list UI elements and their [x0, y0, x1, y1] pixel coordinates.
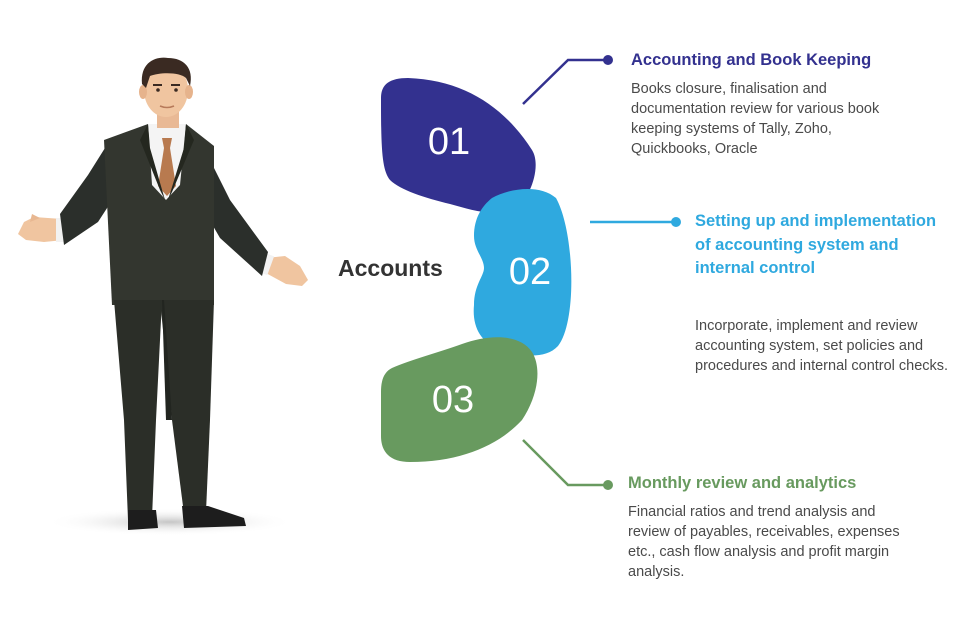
segment-number-03: 03: [432, 379, 474, 421]
item-3-description: Financial ratios and trend analysis and …: [628, 504, 900, 580]
item-2-title: Setting up and implementation of account…: [695, 212, 937, 277]
item-1-description: Books closure, finalisation and document…: [631, 81, 880, 157]
connector-3: [522, 439, 613, 490]
segment-number-02: 02: [509, 251, 551, 293]
item-3-title: Monthly review and analytics: [628, 474, 857, 492]
center-label-accounts: Accounts: [338, 255, 443, 281]
segment-02: 02: [473, 188, 572, 356]
segment-03: 03: [381, 337, 538, 462]
segment-01: 01: [381, 78, 536, 213]
item-1-title: Accounting and Book Keeping: [631, 51, 872, 69]
connector-2: [590, 217, 681, 227]
connector-1: [522, 55, 613, 105]
segment-number-01: 01: [428, 121, 470, 163]
item-2-description: Incorporate, implement and review accoun…: [695, 318, 949, 374]
